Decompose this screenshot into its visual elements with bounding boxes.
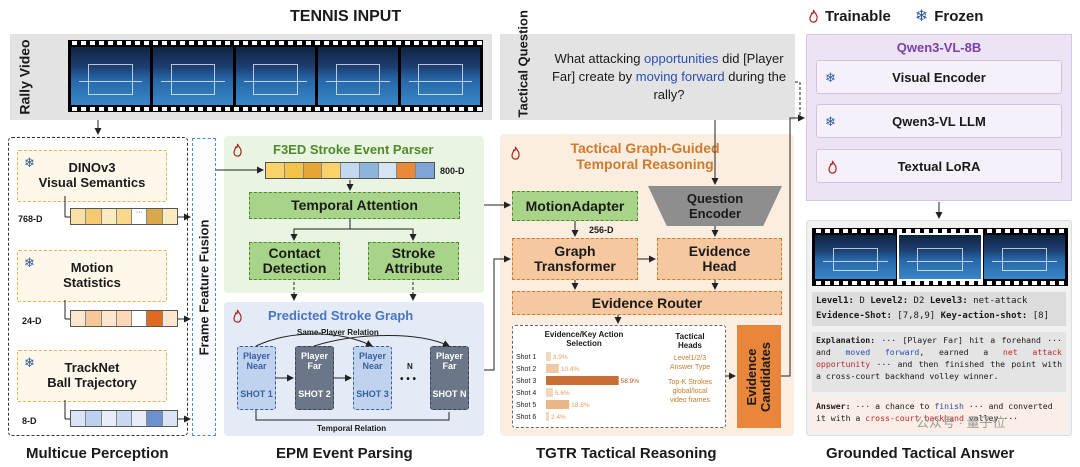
legend: Trainable ❄ Frozen	[808, 6, 983, 26]
bar-category-label: Shot 5	[516, 402, 536, 409]
answer-text: Answer: ··· a chance to finish ··· and c…	[812, 398, 1066, 432]
dim-768: 768-D	[18, 214, 43, 224]
qwen-llm-block: ❄ Qwen3-VL LLM	[816, 104, 1062, 138]
bar	[546, 400, 570, 409]
dim-256: 256-D	[589, 225, 614, 235]
tactical-question-text: What attacking opportunities did [Player…	[551, 51, 787, 102]
dim-8: 8-D	[22, 416, 37, 426]
stroke-graph-title: Predicted Stroke Graph	[268, 308, 414, 323]
rally-video-label: Rally Video	[17, 39, 33, 115]
snowflake-icon: ❄	[825, 114, 836, 129]
ellipsis: • • •	[400, 374, 417, 385]
visual-encoder-block: ❄ Visual Encoder	[816, 60, 1062, 94]
qwen-title: Qwen3-VL-8B	[896, 40, 982, 55]
dim-24: 24-D	[22, 316, 42, 326]
n-label: N	[407, 362, 413, 371]
flame-icon	[828, 160, 837, 174]
flame-icon	[809, 9, 818, 23]
bar	[546, 376, 619, 385]
bar-category-label: Shot 3	[516, 378, 536, 385]
evidence-selection-panel	[512, 325, 726, 428]
bar	[546, 352, 551, 361]
section-grounded-answer: Grounded Tactical Answer	[826, 445, 1015, 462]
flame-icon	[233, 143, 242, 157]
bar-value-label: 5.6%	[555, 390, 570, 397]
frame-feature-fusion: Frame Feature Fusion	[192, 138, 216, 436]
bar-value-label: 58.9%	[621, 378, 640, 385]
f3ed-title: F3ED Stroke Event Parser	[273, 142, 434, 157]
section-tgtr-reasoning: TGTR Tactical Reasoning	[536, 445, 717, 462]
tracknet-feature-strip	[70, 410, 178, 427]
dinov3-feature-strip: ···	[70, 208, 178, 225]
tactical-question-panel	[500, 34, 795, 120]
f3ed-feature-strip	[265, 162, 435, 179]
bar	[546, 388, 553, 397]
flame-icon	[511, 146, 520, 160]
motion-feature-strip	[70, 310, 178, 327]
bar-category-label: Shot 4	[516, 390, 536, 397]
evidence-router-block: Evidence Router	[512, 291, 782, 315]
evidence-bar-chart: Shot 1 3.9% Shot 2 10.4% Shot 3 58.9% Shot 4 5.…	[516, 352, 640, 421]
bar-value-label: 10.4%	[561, 366, 580, 373]
same-player-relation-label: Same-Player Relation	[297, 328, 379, 337]
multicue-perception-panel	[8, 137, 188, 436]
legend-trainable: Trainable	[825, 7, 891, 25]
textual-lora-block: Textual LoRA	[816, 149, 1062, 183]
temporal-attention-block: Temporal Attention	[249, 192, 460, 219]
temporal-relation-label: Temporal Relation	[317, 424, 387, 433]
bar-value-label: 3.9%	[553, 354, 568, 361]
section-epm-event-parsing: EPM Event Parsing	[276, 445, 413, 462]
bar-value-label: 18.8%	[571, 402, 590, 409]
bar	[546, 412, 549, 421]
snowflake-icon: ❄	[914, 8, 929, 25]
connector-question-to-qwen	[795, 81, 801, 118]
rally-video-filmstrip	[68, 40, 483, 112]
snowflake-icon: ❄	[825, 70, 836, 85]
flame-icon	[233, 309, 242, 323]
snowflake-icon: ❄	[24, 155, 35, 170]
snowflake-icon: ❄	[24, 255, 35, 270]
bar-value-label: 2.4%	[551, 414, 566, 421]
tennis-input-title: TENNIS INPUT	[290, 8, 402, 25]
bar-category-label: Shot 1	[516, 354, 536, 361]
snowflake-icon: ❄	[24, 355, 35, 370]
legend-frozen: Frozen	[934, 7, 984, 25]
watermark: 公众号 · 量子位	[916, 415, 1006, 430]
bar-category-label: Shot 2	[516, 366, 536, 373]
dim-800: 800-D	[440, 166, 465, 176]
bar-category-label: Shot 6	[516, 414, 536, 421]
motion-adapter-block: MotionAdapter	[512, 191, 638, 221]
answer-explanation: Explanation: ··· [Player Far] hit a fore…	[812, 332, 1066, 392]
bar	[546, 364, 559, 373]
section-multicue-perception: Multicue Perception	[26, 445, 169, 462]
answer-filmstrip	[812, 228, 1068, 286]
answer-levels: Level1: D Level2: D2 Level3: net-attack …	[812, 292, 1066, 326]
tactical-question-label: Tactical Question	[515, 9, 531, 117]
